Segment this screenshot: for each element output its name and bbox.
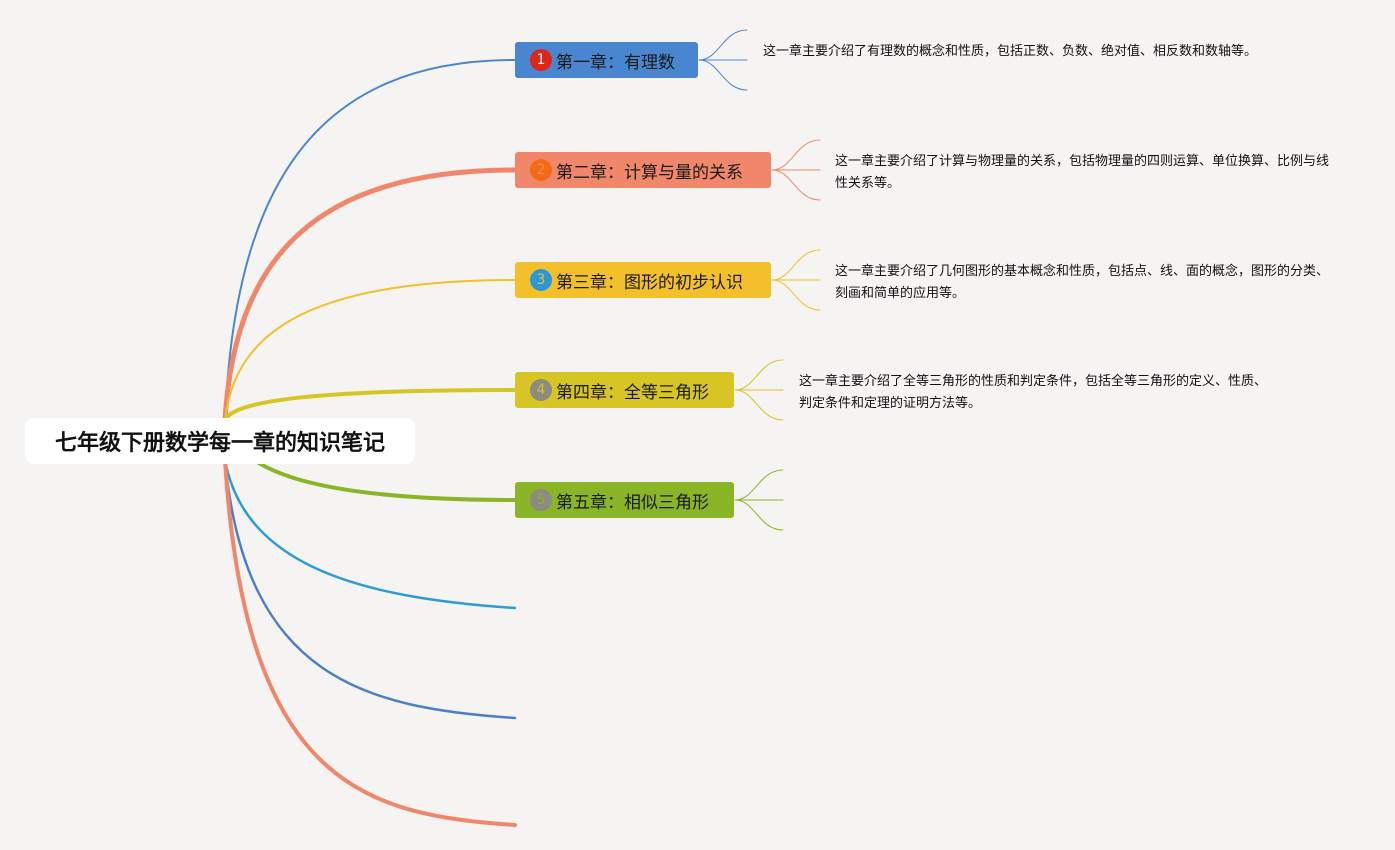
branch-connector-2: [222, 167, 518, 423]
topic-chapter-5[interactable]: 5 第五章：相似三角形: [515, 482, 734, 518]
note-fan-5-3: [734, 499, 784, 531]
note-fan-1-1: [698, 29, 748, 61]
topic-chapter-3[interactable]: 3 第三章：图形的初步认识: [515, 262, 771, 298]
number-1-icon: 1: [530, 49, 552, 71]
note-fan-1-3: [698, 59, 748, 91]
empty-branch-1: [223, 458, 517, 610]
topic-chapter-2[interactable]: 2 第二章：计算与量的关系: [515, 152, 771, 188]
branch-connector-3: [224, 279, 516, 421]
topic-label: 第四章：全等三角形: [556, 382, 709, 403]
note-fan-2-3: [771, 169, 821, 201]
branch-connector-1: [224, 59, 516, 421]
note-fan-5-1: [734, 469, 784, 501]
empty-branch-2: [223, 458, 517, 720]
note-fan-4-3: [734, 389, 784, 421]
topic-chapter-1[interactable]: 1 第一章：有理数: [515, 42, 698, 78]
note-chapter-1[interactable]: 这一章主要介绍了有理数的概念和性质，包括正数、负数、绝对值、相反数和数轴等。: [763, 44, 1258, 59]
topic-label: 第三章：图形的初步认识: [556, 272, 743, 293]
central-topic[interactable]: 七年级下册数学每一章的知识笔记: [25, 418, 415, 464]
note-fan-3-3: [771, 279, 821, 311]
note-fan-4-1: [734, 359, 784, 391]
empty-branch-3: [223, 458, 517, 827]
topic-label: 第二章：计算与量的关系: [556, 162, 743, 183]
note-chapter-3[interactable]: 这一章主要介绍了几何图形的基本概念和性质，包括点、线、面的概念，图形的分类、刻画…: [835, 264, 1330, 301]
number-3-icon: 3: [530, 269, 552, 291]
number-4-icon: 4: [530, 379, 552, 401]
number-5-icon: 5: [530, 489, 552, 511]
note-fan-3-1: [771, 249, 821, 281]
note-fan-2-1: [771, 139, 821, 171]
number-2-icon: 2: [530, 159, 552, 181]
branch-connector-4: [223, 388, 517, 422]
note-chapter-2[interactable]: 这一章主要介绍了计算与物理量的关系，包括物理量的四则运算、单位换算、比例与线性关…: [835, 154, 1330, 191]
topic-chapter-4[interactable]: 4 第四章：全等三角形: [515, 372, 734, 408]
note-chapter-4[interactable]: 这一章主要介绍了全等三角形的性质和判定条件，包括全等三角形的定义、性质、判定条件…: [799, 374, 1268, 411]
topic-label: 第一章：有理数: [556, 52, 675, 73]
topic-label: 第五章：相似三角形: [556, 492, 709, 513]
